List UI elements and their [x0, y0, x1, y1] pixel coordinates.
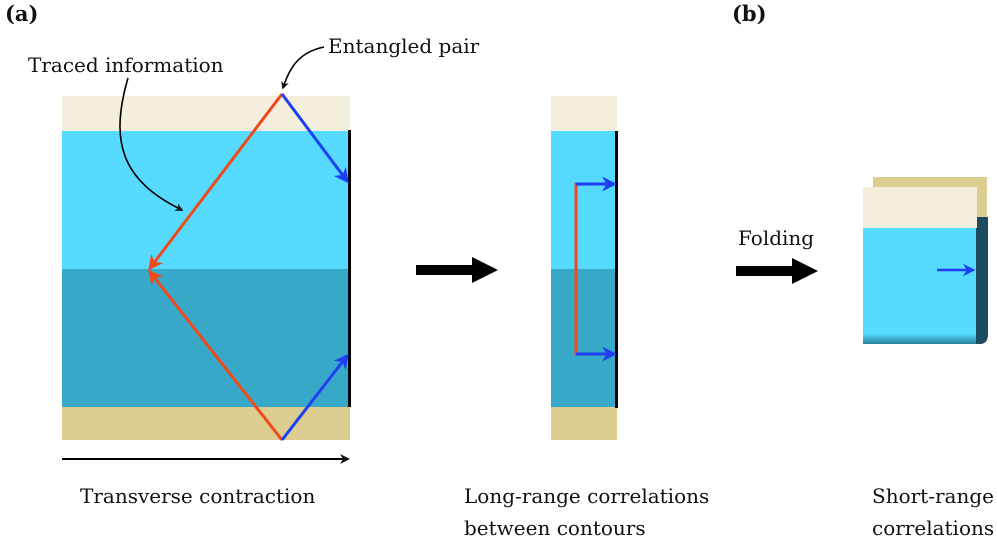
- upper-region: [62, 131, 350, 269]
- front-top-band: [863, 187, 977, 228]
- upper-region: [551, 131, 617, 269]
- entangled-pair-label: Entangled pair: [328, 34, 480, 58]
- lower-region: [551, 269, 617, 407]
- long-range-caption-line2: between contours: [464, 516, 646, 540]
- front-bottom-shade: [863, 334, 977, 344]
- large-network-block: [62, 96, 351, 440]
- traced-information-pointer: [119, 77, 184, 211]
- blue-path-bottom: [280, 353, 349, 441]
- blue-path-top: [280, 93, 349, 184]
- red-path-top: [148, 93, 284, 271]
- top-band: [551, 96, 617, 131]
- front-body: [863, 228, 977, 334]
- panel-label-a: (a): [5, 1, 39, 26]
- transverse-caption: Transverse contraction: [80, 484, 316, 508]
- folded-network-block: [863, 177, 988, 344]
- bottom-band: [551, 407, 617, 440]
- folding-label: Folding: [738, 226, 815, 250]
- back-layer-body: [976, 217, 988, 344]
- entangled-paths-large: [148, 93, 349, 441]
- red-path-bottom: [148, 269, 284, 441]
- contraction-big-arrow: [416, 257, 498, 283]
- long-range-caption-line1: Long-range correlations: [464, 484, 710, 508]
- top-band: [62, 96, 350, 131]
- lower-region: [62, 269, 350, 407]
- narrow-network-block: [551, 96, 618, 440]
- entangled-pair-pointer: [281, 46, 325, 90]
- short-range-caption-line2: correlations: [872, 516, 995, 540]
- folding-big-arrow: [736, 258, 818, 284]
- short-range-caption-line1: Short-range: [872, 484, 994, 508]
- traced-information-label: Traced information: [28, 53, 224, 77]
- panel-label-b: (b): [732, 1, 767, 26]
- bottom-band: [62, 407, 350, 440]
